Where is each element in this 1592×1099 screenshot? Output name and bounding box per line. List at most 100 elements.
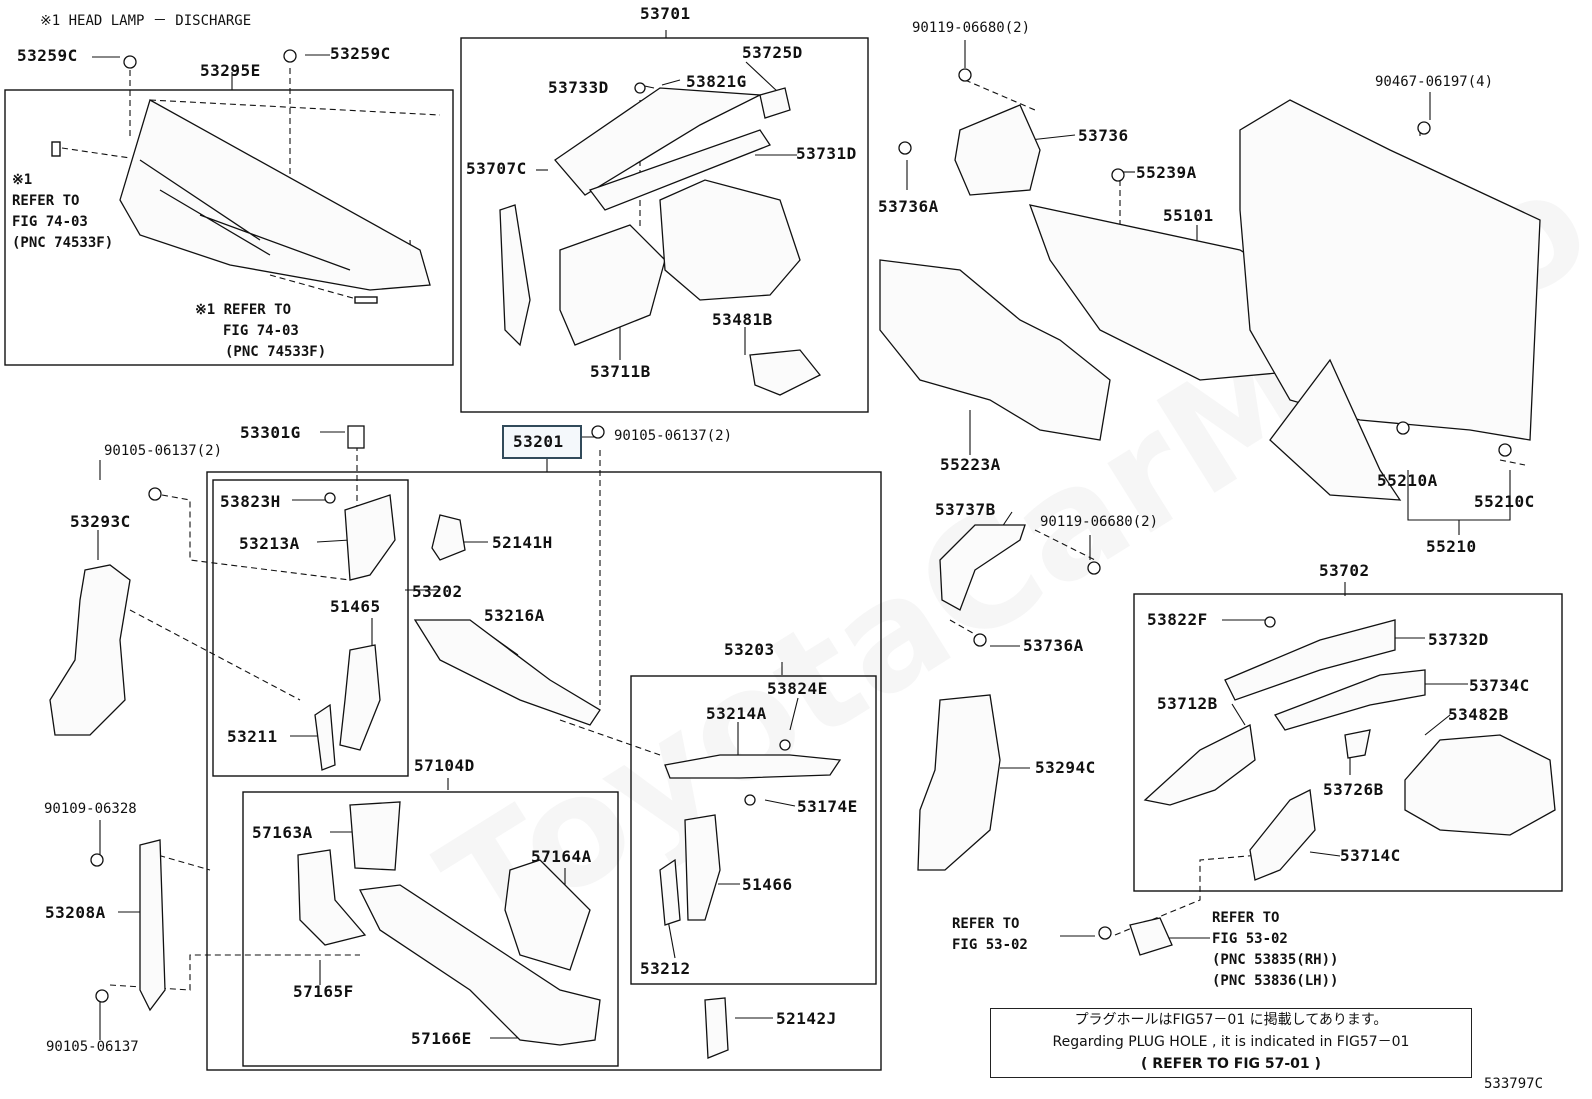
label-55210a: 55210A [1377, 471, 1438, 490]
refer-note: REFER TO FIG 53-02 (PNC 53835(RH)) (PNC … [1212, 908, 1338, 992]
label-57164a: 57164A [531, 847, 592, 866]
label-53822f: 53822F [1147, 610, 1208, 629]
part-51465 [339, 644, 381, 751]
label-55223a: 55223A [940, 455, 1001, 474]
part-55223a [879, 259, 1111, 441]
label-90467-06197: 90467-06197(4) [1375, 74, 1494, 90]
label-53201: 53201 [513, 432, 564, 451]
refer-line: ※1 REFER TO [195, 302, 292, 318]
label-53736a: 53736A [878, 197, 939, 216]
part-53737b [939, 524, 1026, 611]
plug-hole-notice: プラグホールはFIG57－01 に掲載してあります。 Regarding PLU… [990, 1008, 1472, 1078]
refer-line: REFER TO [1212, 910, 1280, 926]
label-53259c: 53259C [330, 44, 391, 63]
part-53214a [664, 754, 842, 779]
frame-53202 [212, 479, 409, 777]
label-53701: 53701 [640, 4, 691, 23]
part-57164a [504, 859, 591, 971]
label-57165f: 57165F [293, 982, 354, 1001]
label-53731d: 53731D [796, 144, 857, 163]
part-53726b [1344, 729, 1371, 759]
part-53734c [1274, 669, 1426, 731]
part-53208a [139, 839, 166, 1012]
label-51465: 51465 [330, 597, 381, 616]
part-57165f [297, 849, 367, 946]
refer-line: (PNC 74533F) [225, 344, 327, 360]
part-57166e [359, 884, 601, 1046]
label-53208a: 53208A [45, 903, 106, 922]
part-53216a [413, 619, 601, 726]
refer-line: FIG 74-03 [12, 214, 88, 230]
frame-53702 [1133, 593, 1563, 892]
label-53174e: 53174E [797, 797, 858, 816]
label-53824e: 53824E [767, 679, 828, 698]
part-53293c [49, 564, 131, 736]
part-53481b [749, 349, 822, 396]
part-51466 [684, 814, 721, 921]
label-53482b: 53482B [1448, 705, 1509, 724]
label-53203: 53203 [724, 640, 775, 659]
part-53736 [954, 104, 1041, 196]
frame-53203 [630, 675, 877, 985]
label-57163a: 57163A [252, 823, 313, 842]
figure-code: 533797C [1484, 1076, 1544, 1092]
label-53712b: 53712B [1157, 694, 1218, 713]
label-53736a: 53736A [1023, 636, 1084, 655]
label-52142j: 52142J [776, 1009, 837, 1028]
label-53213a: 53213A [239, 534, 300, 553]
label-57104d: 57104D [414, 756, 475, 775]
part-53733d [554, 87, 763, 196]
refer-line: REFER TO [952, 916, 1020, 932]
label-90105-06137: 90105-06137(2) [614, 428, 733, 444]
refer-line: ※1 [12, 172, 33, 188]
frame-57104d [242, 791, 619, 1067]
refer-line: REFER TO [12, 193, 80, 209]
label-53732d: 53732D [1428, 630, 1489, 649]
part-apron-rh [1404, 734, 1556, 836]
part-bracket [1129, 917, 1173, 956]
frame-53201 [206, 471, 882, 1071]
refer-note: REFER TO FIG 53-02 [952, 914, 1028, 956]
label-52141h: 52141H [492, 533, 553, 552]
label-55210c: 55210C [1474, 492, 1535, 511]
highlighted-part-53201[interactable]: 53201 [502, 425, 582, 459]
label-90109-06328: 90109-06328 [44, 801, 137, 817]
notice-line-ref: ( REFER TO FIG 57-01 ) [1141, 1056, 1321, 1072]
part-53714c [1249, 789, 1316, 881]
part-53725d [759, 87, 791, 119]
refer-line: FIG 53-02 [1212, 931, 1288, 947]
label-90119-06680: 90119-06680(2) [912, 20, 1031, 36]
label-53736: 53736 [1078, 126, 1129, 145]
part-57163a [349, 801, 401, 871]
label-53295e: 53295E [200, 61, 261, 80]
refer-line: (PNC 74533F) [12, 235, 114, 251]
part-53213a [344, 494, 396, 581]
label-53293c: 53293C [70, 512, 131, 531]
notice-line-en: Regarding PLUG HOLE , it is indicated in… [1052, 1034, 1410, 1050]
label-53212: 53212 [640, 959, 691, 978]
label-90119-06680: 90119-06680(2) [1040, 514, 1159, 530]
refer-note: ※1 REFER TO FIG 74-03 (PNC 74533F) [195, 300, 326, 363]
label-53733d: 53733D [548, 78, 609, 97]
part-53211 [314, 703, 336, 771]
label-53214a: 53214A [706, 704, 767, 723]
leader-solid [92, 30, 1511, 1040]
label-53216a: 53216A [484, 606, 545, 625]
part-53294c [917, 694, 1001, 871]
part-55210 [1239, 99, 1541, 441]
refer-line: (PNC 53836(LH)) [1212, 973, 1339, 989]
label-51466: 51466 [742, 875, 793, 894]
label-53823h: 53823H [220, 492, 281, 511]
label-53734c: 53734C [1469, 676, 1530, 695]
label-53726b: 53726B [1323, 780, 1384, 799]
part-53707c [499, 204, 531, 347]
label-55210: 55210 [1426, 537, 1477, 556]
headlamp-frame [4, 89, 454, 366]
label-53707c: 53707C [466, 159, 527, 178]
refer-line: FIG 53-02 [952, 937, 1028, 953]
part-53295e [119, 99, 431, 291]
label-53211: 53211 [227, 727, 278, 746]
part-52141h [431, 514, 466, 561]
part-53731d [588, 129, 771, 211]
